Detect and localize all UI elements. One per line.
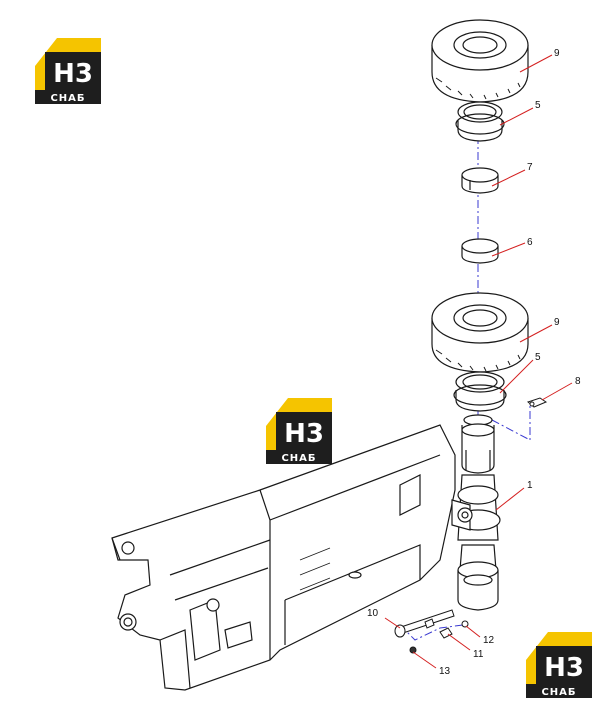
- callout-10: 10: [367, 608, 379, 619]
- split-ring: [461, 167, 499, 194]
- small-fasteners: [409, 620, 469, 654]
- brand-logo-center: H3 CHAБ: [266, 398, 332, 464]
- callout-6: 6: [527, 237, 533, 248]
- callout-5-bottom: 5: [535, 352, 541, 363]
- rim-top: [455, 101, 505, 142]
- bolt-part: [526, 397, 548, 408]
- callout-9-bottom: 9: [554, 317, 560, 328]
- brand-logo-bottom-right: H3 CHAБ: [526, 632, 592, 698]
- retaining-ring: [461, 238, 499, 264]
- axle-hub-assembly: [451, 414, 501, 611]
- callout-8: 8: [575, 376, 581, 387]
- tire-top: [431, 19, 529, 103]
- drive-shaft: [394, 609, 455, 638]
- callout-12: 12: [483, 635, 495, 646]
- part-callouts: 9 5 7 6 9 5 8 1 10 12 11 13: [367, 48, 581, 677]
- brand-logo-top-left: H3 CHAБ: [35, 38, 101, 104]
- callout-13: 13: [439, 666, 451, 677]
- logo-subtext: CHAБ: [541, 687, 576, 698]
- tire-bottom: [431, 292, 529, 373]
- callout-9-top: 9: [554, 48, 560, 59]
- leader-lines: [384, 54, 573, 669]
- callout-1: 1: [527, 480, 533, 491]
- callout-11: 11: [473, 649, 484, 660]
- logo-subtext: CHAБ: [281, 453, 316, 464]
- logo-text: H3: [544, 653, 584, 683]
- chassis-frame: [111, 424, 456, 691]
- logo-subtext: CHAБ: [50, 93, 85, 104]
- logo-text: H3: [53, 59, 93, 89]
- rim-bottom: [453, 371, 507, 412]
- logo-text: H3: [284, 419, 324, 449]
- callout-7: 7: [527, 162, 533, 173]
- callout-5-top: 5: [535, 100, 541, 111]
